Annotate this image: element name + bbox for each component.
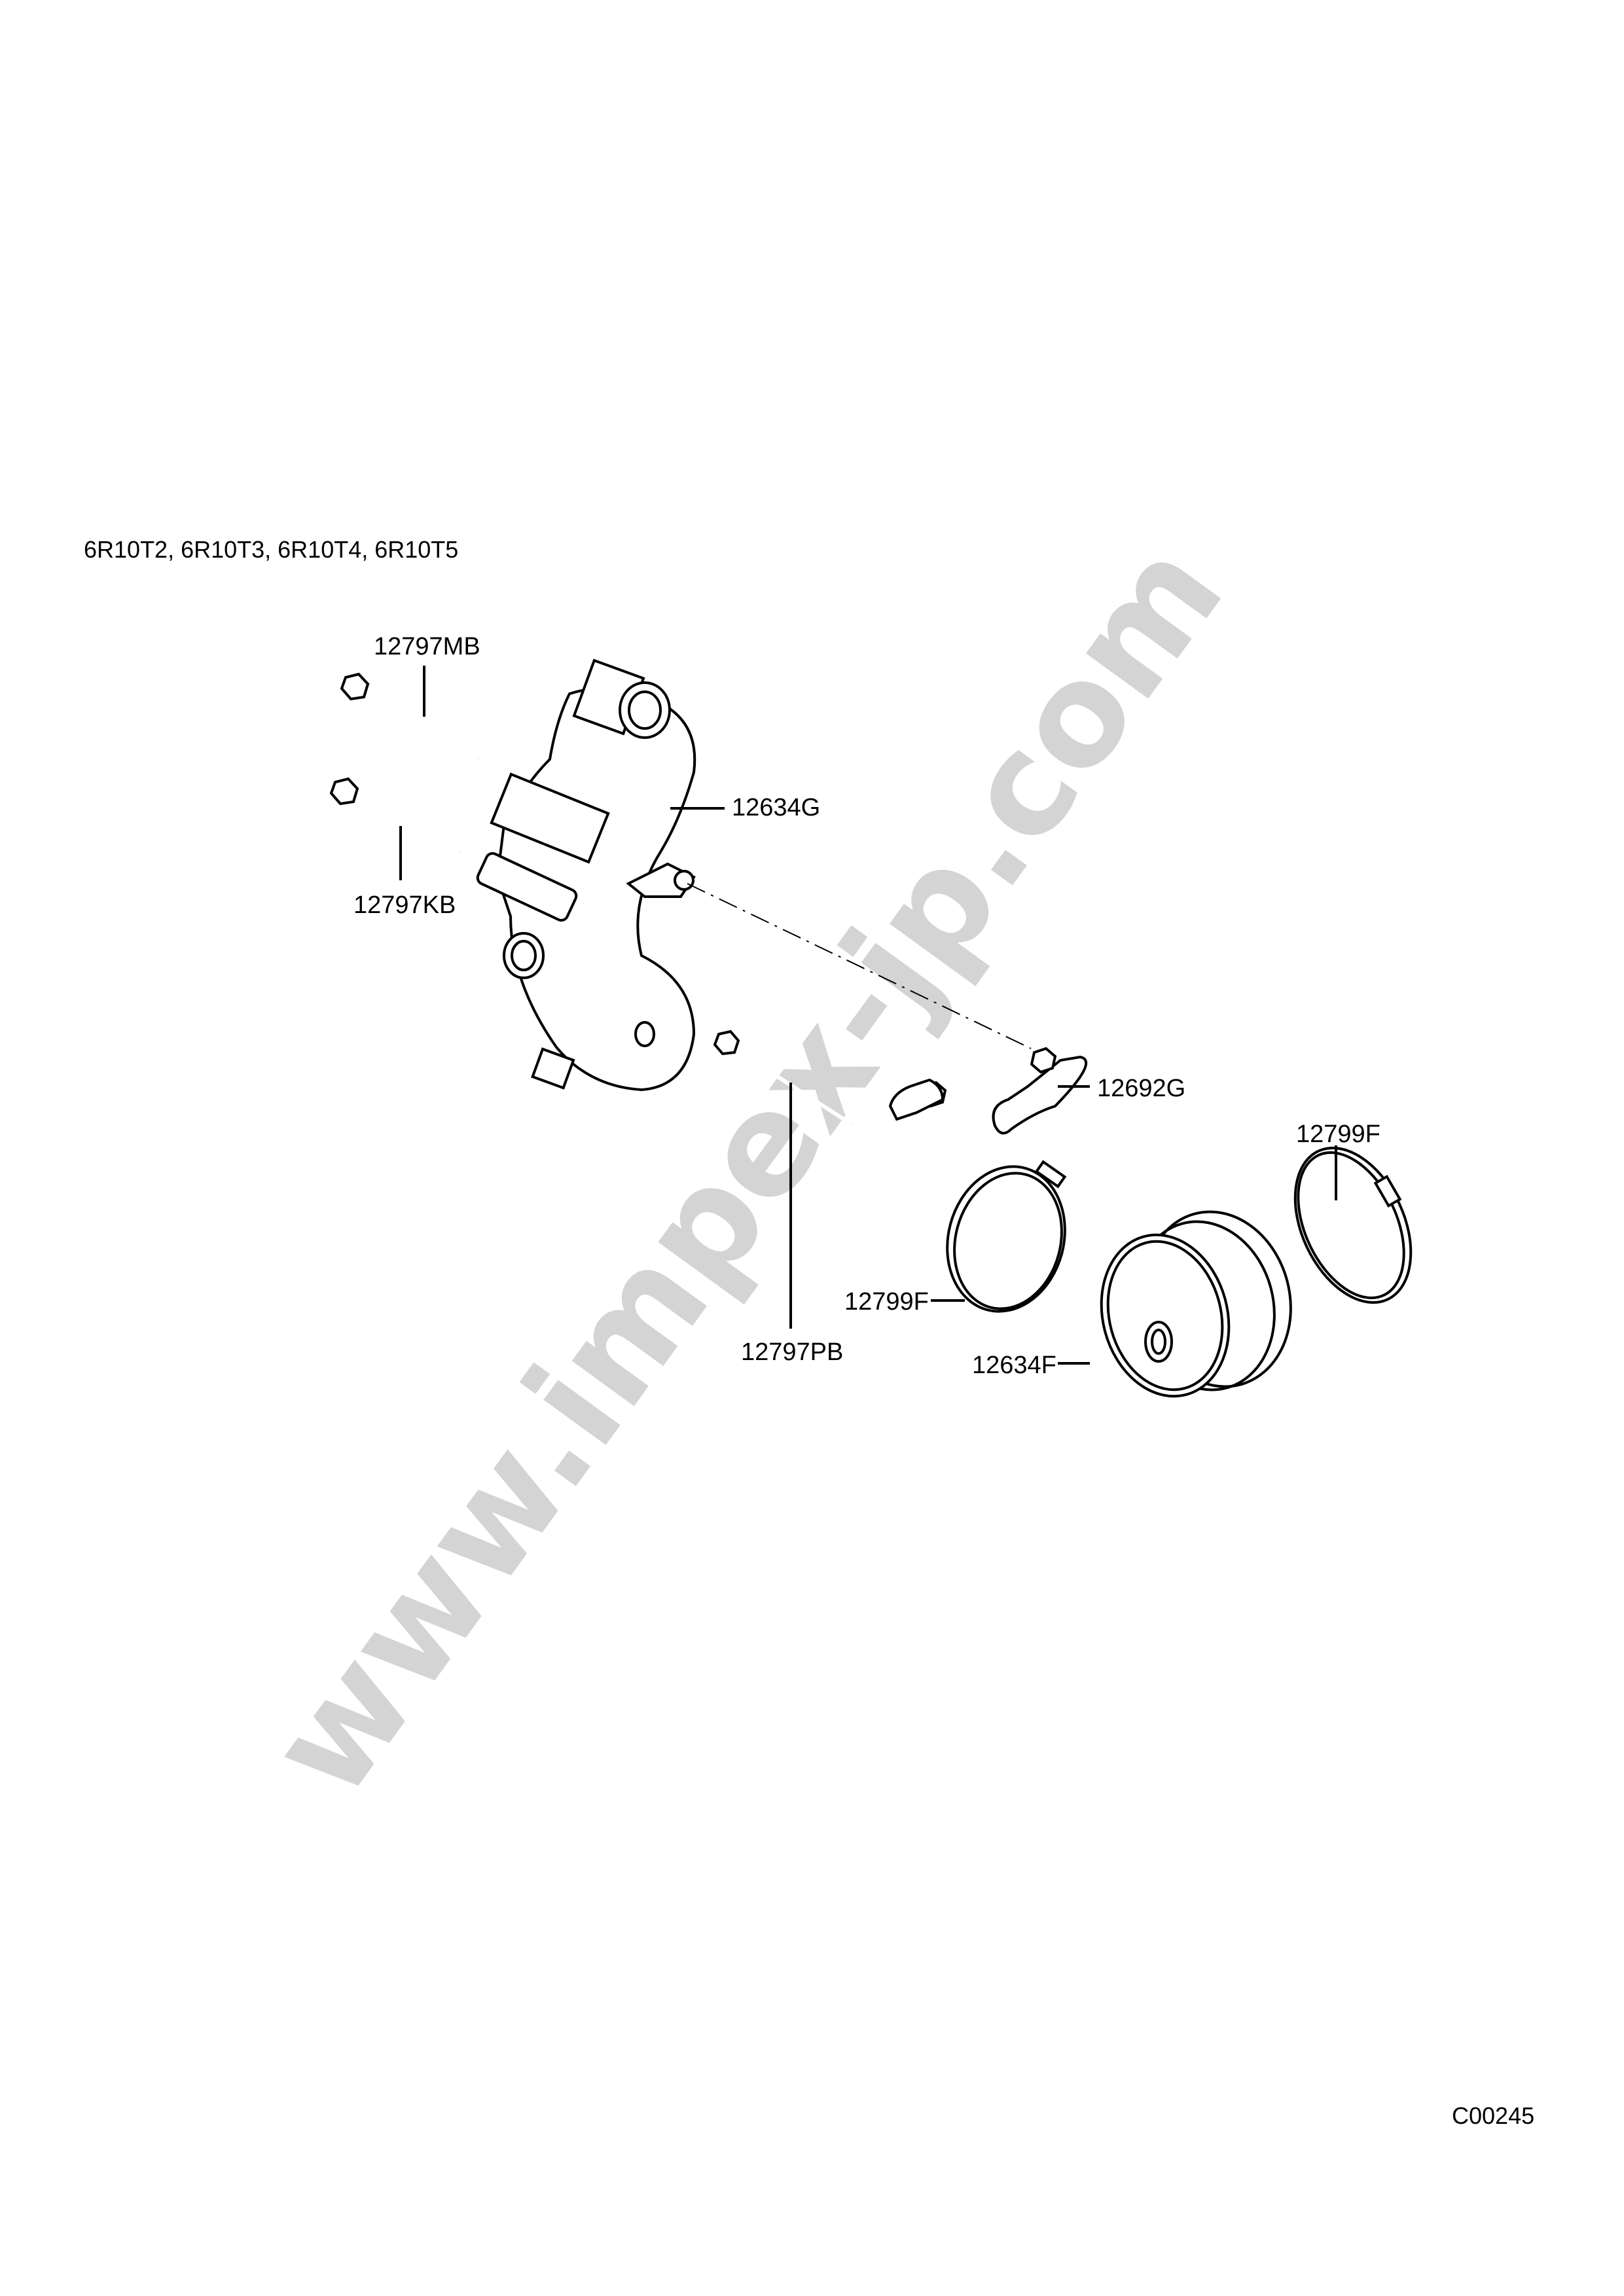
clamp-12799F-left[interactable] — [931, 1153, 1081, 1325]
part-label-12692G[interactable]: 12692G — [1097, 1075, 1185, 1102]
model-list: 6R10T2, 6R10T3, 6R10T4, 6R10T5 — [84, 536, 458, 563]
diagram-code: C00245 — [1452, 2102, 1534, 2129]
hose-12634F[interactable] — [1084, 1195, 1310, 1410]
part-label-12797MB[interactable]: 12797MB — [374, 633, 480, 660]
watermark: www.impex-jp.com — [238, 512, 1255, 1825]
part-label-12797KB[interactable]: 12797KB — [353, 891, 456, 919]
pipe-12634G[interactable] — [475, 658, 696, 1092]
part-label-12634F[interactable]: 12634F — [972, 1352, 1056, 1379]
alignment-dashed-line — [687, 883, 1032, 1049]
bolt-12797MB[interactable] — [340, 672, 480, 761]
part-label-12634G[interactable]: 12634G — [732, 794, 820, 821]
bolt-12797KB[interactable] — [329, 777, 461, 854]
part-label-12799F-right[interactable]: 12799F — [1296, 1121, 1380, 1148]
bracket-12692G[interactable] — [888, 1047, 1088, 1135]
part-label-12797PB[interactable]: 12797PB — [741, 1338, 843, 1366]
clamp-12799F-right[interactable] — [1272, 1130, 1434, 1321]
part-label-12799F-left[interactable]: 12799F — [844, 1288, 929, 1316]
